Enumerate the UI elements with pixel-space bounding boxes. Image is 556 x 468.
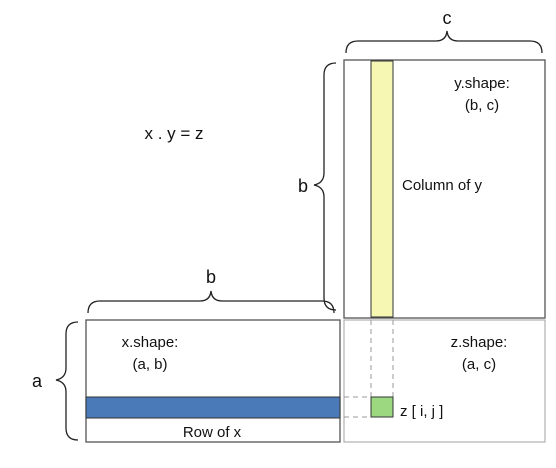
b-top-brace — [87, 290, 335, 314]
z-cell-highlight — [370, 396, 394, 418]
y-column-label: Column of y — [402, 177, 483, 194]
z-matrix-box — [343, 319, 546, 443]
y-matrix: y.shape: (b, c) Column of y — [343, 59, 546, 319]
b-left-dim-label: b — [298, 176, 308, 196]
c-brace — [345, 30, 543, 54]
b-left-brace — [313, 62, 337, 311]
y-shape-label: y.shape: — [454, 75, 510, 92]
x-row-label: Row of x — [183, 424, 242, 441]
a-dim-label: a — [32, 371, 43, 391]
x-matrix: x.shape: (a, b) Row of x — [85, 319, 341, 443]
x-shape-label: x.shape: — [122, 334, 179, 351]
z-shape-label: z.shape: — [451, 334, 508, 351]
z-cell-label: z [ i, j ] — [400, 403, 443, 420]
y-column-highlight — [370, 60, 394, 318]
b-top-dim-label: b — [206, 267, 216, 287]
z-shape-value: (a, c) — [462, 356, 496, 373]
x-matrix-box — [85, 319, 341, 443]
x-row-highlight — [85, 396, 341, 419]
a-brace — [55, 321, 79, 441]
z-matrix: z.shape: (a, c) z [ i, j ] — [343, 319, 546, 443]
y-shape-value: (b, c) — [465, 97, 499, 114]
equation-label: x . y = z — [144, 124, 203, 143]
c-dim-label: c — [443, 8, 452, 28]
x-shape-value: (a, b) — [132, 356, 167, 373]
